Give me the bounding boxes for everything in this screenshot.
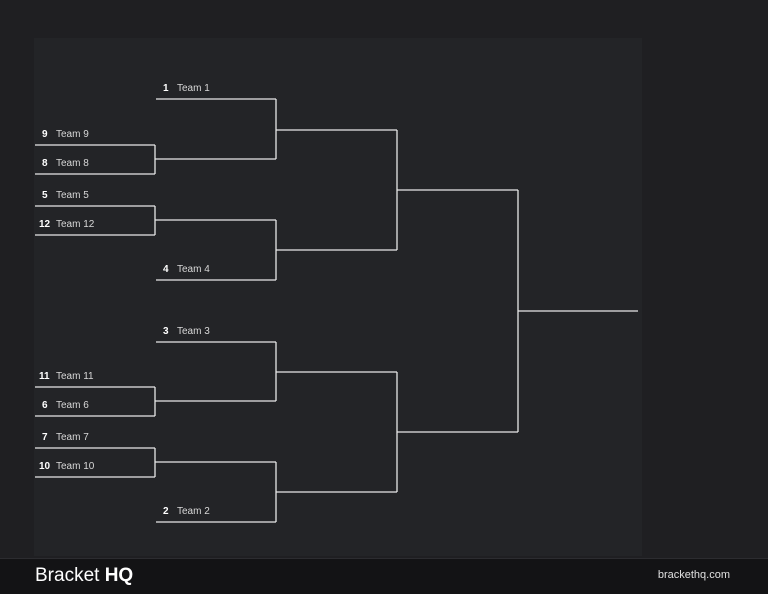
brand-name-bold: HQ <box>104 565 134 586</box>
team-name: Team 11 <box>56 371 94 382</box>
team-name: Team 3 <box>177 326 210 337</box>
team-seed: 6 <box>42 400 48 411</box>
team-name: Team 9 <box>56 129 89 140</box>
brand-logo[interactable]: Bracket HQ <box>35 565 133 587</box>
team-seed: 2 <box>163 506 169 517</box>
team-seed: 1 <box>163 83 169 94</box>
brand-name: Bracket <box>35 565 100 586</box>
team-seed: 5 <box>42 190 48 201</box>
team-name: Team 4 <box>177 264 210 275</box>
team-seed: 10 <box>39 461 51 472</box>
team-name: Team 10 <box>56 461 95 472</box>
team-name: Team 8 <box>56 158 89 169</box>
team-name: Team 7 <box>56 432 89 443</box>
team-seed: 4 <box>163 264 169 275</box>
team-name: Team 5 <box>56 190 89 201</box>
team-seed: 11 <box>39 371 50 382</box>
team-name: Team 12 <box>56 219 95 230</box>
team-seed: 7 <box>42 432 48 443</box>
team-name: Team 2 <box>177 506 210 517</box>
team-seed: 12 <box>39 219 51 230</box>
team-name: Team 6 <box>56 400 89 411</box>
team-seed: 8 <box>42 158 48 169</box>
team-seed: 3 <box>163 326 169 337</box>
footer: Bracket HQ brackethq.com <box>0 558 768 594</box>
team-name: Team 1 <box>177 83 210 94</box>
site-link[interactable]: brackethq.com <box>657 569 730 581</box>
team-seed: 9 <box>42 129 48 140</box>
